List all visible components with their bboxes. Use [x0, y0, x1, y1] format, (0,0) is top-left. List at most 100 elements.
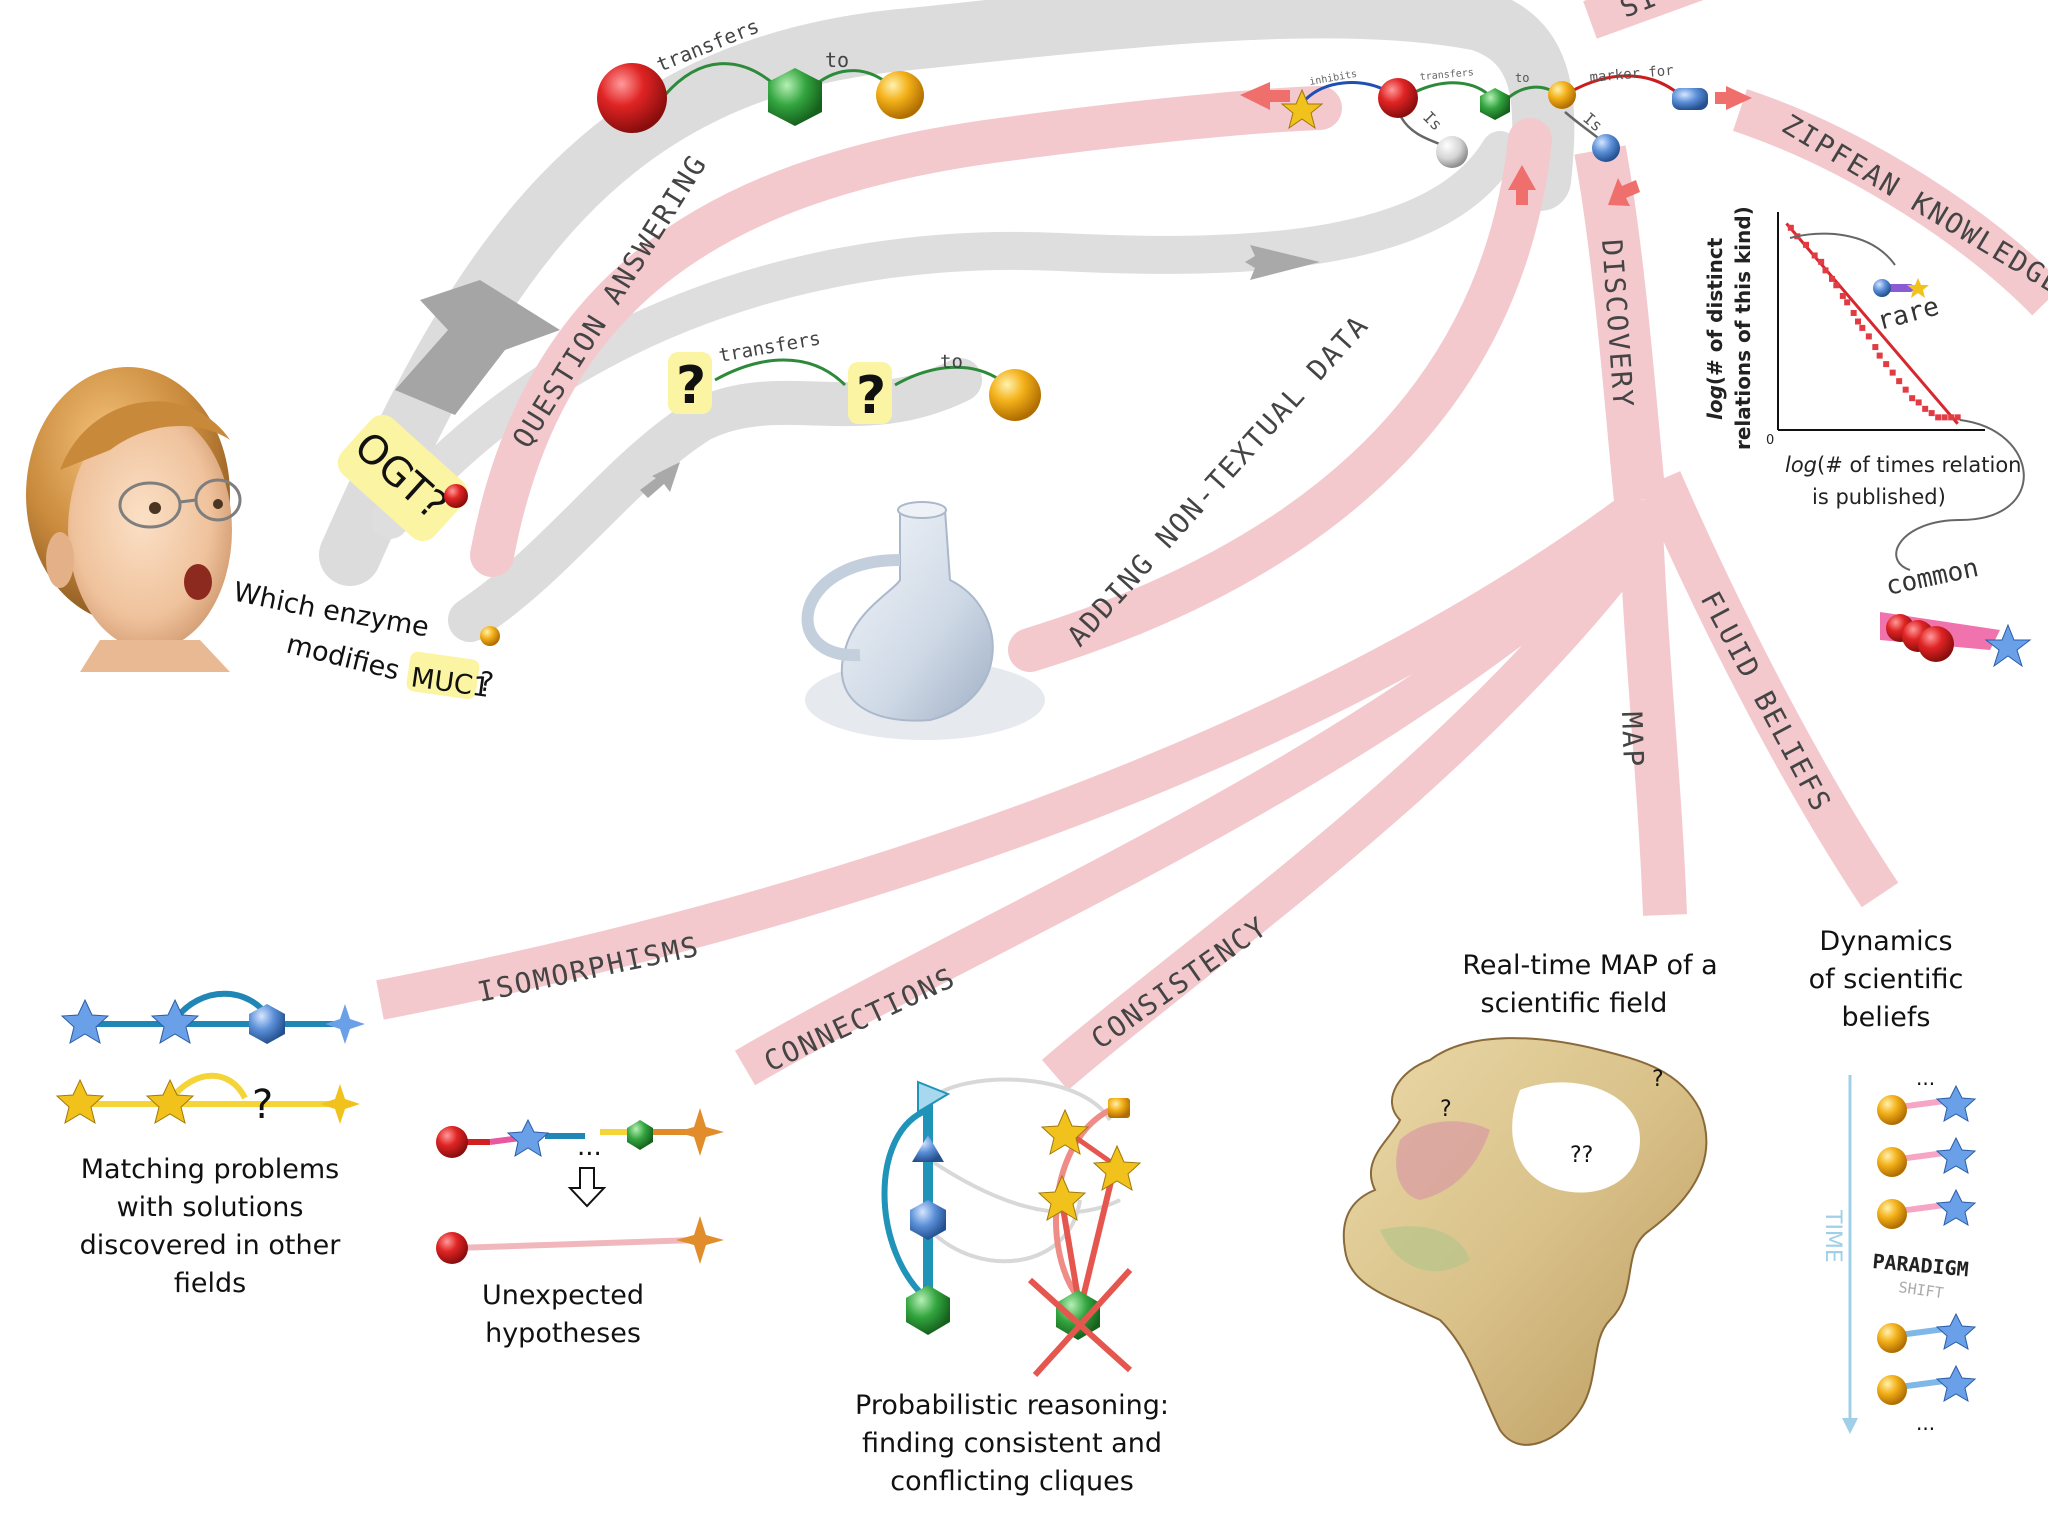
belief-item-3: [1877, 1188, 1977, 1229]
caption-probabilistic-line-3: conflicting cliques: [890, 1466, 1134, 1497]
pink-band-map: [1618, 499, 1687, 916]
zipf-data-point: [1902, 386, 1909, 393]
zipf-ylabel-italic: log: [1703, 385, 1727, 420]
zipf-data-point: [1915, 399, 1922, 406]
caption-dynamics: Dynamics of scientific beliefs: [1809, 926, 1964, 1033]
flow-bands: [319, 0, 2048, 1091]
hypo-result-sparkle: [676, 1216, 724, 1264]
question-word-enzyme: enzyme: [321, 594, 432, 643]
hypo-result-red-node: [436, 1232, 468, 1264]
zipf-rare-label: rare: [1874, 292, 1942, 337]
timeline-dots-top: ...: [1916, 1066, 1935, 1090]
caption-probabilistic-line-1: Probabilistic reasoning:: [855, 1390, 1169, 1421]
clique-gold-star-2: [1092, 1144, 1142, 1192]
timeline-paradigm: PARADIGM: [1872, 1249, 1970, 1281]
zipf-ylabel-rest: (# of distinct: [1703, 237, 1727, 385]
pink-band-top: [1583, 0, 1704, 39]
top-chain-rel2: to: [825, 48, 849, 72]
zipf-data-point: [1829, 275, 1835, 282]
question-text: Which enzyme modifies MUC1 ?: [231, 577, 500, 704]
iso-top-star-1: [60, 998, 110, 1045]
belief-item-1: [1877, 1084, 1977, 1125]
field-map-image: ? ? ??: [1342, 1037, 1708, 1446]
hub-link-4: [1569, 74, 1681, 97]
timeline-time-label: TIME: [1820, 1209, 1845, 1263]
belief-item-4: [1877, 1312, 1977, 1353]
query-unknown-2-highlight: [848, 362, 892, 424]
hub-is-2: Is: [1579, 109, 1606, 136]
zipf-data-point: [1872, 344, 1879, 351]
pink-band-adding-data: [1008, 118, 1552, 672]
hub-gray-node: [1436, 136, 1468, 168]
red-arrow-up: [1508, 165, 1536, 205]
caption-dynamics-line-3: beliefs: [1842, 1002, 1931, 1033]
isomorphism-example: ?: [55, 990, 365, 1128]
avatar-eye-left: [149, 502, 161, 514]
gray-arrow-right: [1245, 245, 1320, 280]
caption-matching-line-3: discovered in other: [80, 1230, 342, 1261]
clique-blue-cone: [912, 1135, 944, 1162]
flask-body: [840, 509, 994, 722]
caption-matching: Matching problems with solutions discove…: [80, 1154, 342, 1299]
clique-gray-arc-1: [928, 1077, 1112, 1122]
belief-gold-3: [1877, 1199, 1907, 1229]
hub-rel3: to: [1515, 71, 1529, 85]
zipf-data-point: [1928, 410, 1935, 417]
caption-matching-line-1: Matching problems: [81, 1154, 340, 1185]
belief-star-1: [1935, 1084, 1977, 1123]
iso-bottom-star-1: [55, 1078, 105, 1125]
red-sphere-node: [597, 63, 667, 133]
clique-gold-star-1: [1040, 1108, 1090, 1156]
iso-bottom-star-2: [145, 1078, 195, 1125]
zipf-data-point: [1859, 324, 1866, 331]
caption-unexpected: Unexpected hypotheses: [482, 1280, 644, 1349]
zipf-data-point: [1941, 414, 1948, 421]
zipf-data-point: [1833, 282, 1840, 289]
caption-unexpected-line-1: Unexpected: [482, 1280, 644, 1311]
zipf-ylabel-2: relations of this kind): [1731, 206, 1755, 450]
hub-rel2: transfers: [1419, 67, 1474, 83]
hub-green-node: [1480, 88, 1510, 120]
iso-top-hexagon: [249, 1004, 285, 1044]
clique-blue-triangle: [917, 1080, 951, 1114]
clique-gray-arc-3: [928, 1199, 1082, 1264]
question-word-modifies: modifies: [283, 629, 402, 687]
hub-rel4: marker for: [1589, 63, 1674, 86]
zipf-points: [1785, 222, 1961, 425]
belief-gold-5: [1877, 1375, 1907, 1405]
belief-timeline: TIME ... ... PARADIGM SHIFT: [1820, 1066, 1977, 1435]
hypo-down-arrow: [567, 1167, 607, 1208]
pink-band-consistency: [1041, 547, 1638, 1091]
zipf-xlabel-1: log(# of times relation: [1785, 453, 2021, 477]
caption-dynamics-line-1: Dynamics: [1819, 926, 1952, 957]
top-chain-link-1: [663, 62, 776, 96]
caption-probabilistic: Probabilistic reasoning: finding consist…: [855, 1390, 1169, 1497]
clique-red-line-2: [1077, 1164, 1118, 1311]
avatar-neck: [80, 640, 230, 672]
caption-dynamics-line-2: of scientific: [1809, 964, 1964, 995]
zipf-data-point: [1803, 241, 1809, 248]
iso-top-sparkle: [325, 1004, 365, 1044]
clique-green-hex-right: [1056, 1290, 1100, 1340]
flask-handle: [801, 554, 901, 662]
hub-link-2: [1414, 81, 1494, 100]
common-blue-star: [1984, 623, 2032, 668]
query-link-2: [894, 365, 1001, 387]
zipf-data-point: [1855, 318, 1861, 325]
answer-red-dot: [444, 484, 468, 508]
avatar-glasses-left: [118, 481, 182, 529]
zipf-data-point: [1922, 405, 1929, 412]
muc1-highlight: [406, 651, 480, 700]
hypo-green-hex: [627, 1120, 653, 1150]
zipf-data-point: [1948, 414, 1955, 421]
pink-band-question-answering: [470, 86, 1342, 577]
hypo-dots: ...: [577, 1132, 602, 1162]
hypo-orange-sparkle: [676, 1108, 724, 1156]
zipf-data-point: [1935, 414, 1942, 421]
clique-gold-square: [1108, 1098, 1130, 1118]
timeline-shift: SHIFT: [1897, 1278, 1944, 1302]
zipf-data-point: [1883, 361, 1890, 368]
zipf-data-point: [1850, 309, 1857, 316]
zipf-chart: 0 log(# of distinct relations of this ki…: [1703, 206, 2032, 668]
clique-gray-arc-2: [928, 1158, 1121, 1215]
